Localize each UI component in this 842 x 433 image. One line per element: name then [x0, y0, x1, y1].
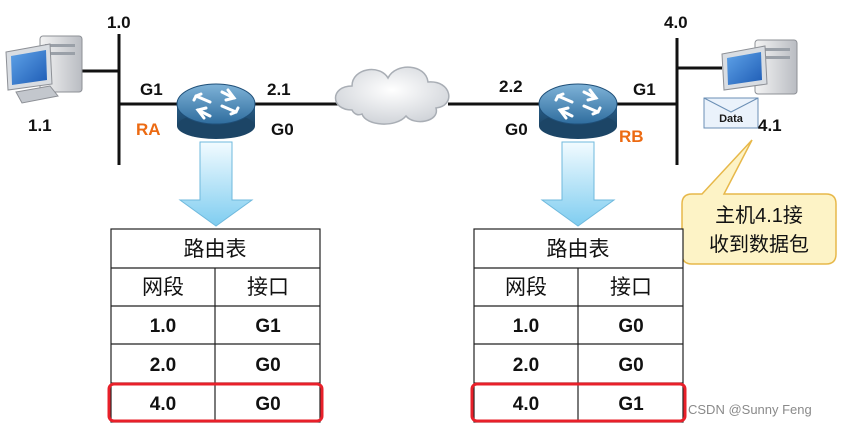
- table-rb-row-3-interface: G1: [618, 394, 644, 415]
- table-ra-header-interface: 接口: [247, 276, 289, 299]
- table-ra-row-1-segment: 1.0: [150, 316, 176, 337]
- table-rb-header-interface: 接口: [610, 276, 652, 299]
- table-rb-row-1-interface: G0: [618, 316, 643, 337]
- segment-4-0-label: 4.0: [664, 13, 688, 32]
- routing-table-ra: 路由表 网段 接口 1.0 G1 2.0 G0 4.0 G0: [107, 228, 324, 423]
- ra-g1-interface-label: G1: [140, 80, 163, 99]
- ra-down-arrow-icon: [178, 141, 254, 227]
- host-4-1-computer-icon: [721, 39, 798, 95]
- cloud-icon: [334, 66, 450, 125]
- table-ra-row-2-interface: G0: [255, 355, 280, 376]
- network-text-labels: 1.0 4.0 1.1 4.1 G1 2.1 G0 RA 2.2 G0 G1 R…: [28, 13, 782, 146]
- routing-table-rb: 路由表 网段 接口 1.0 G0 2.0 G0 4.0 G1: [470, 228, 687, 423]
- table-rb-row-1-segment: 1.0: [513, 316, 539, 337]
- router-rb-icon: [538, 83, 618, 139]
- callout-line-2: 收到数据包: [709, 233, 809, 256]
- router-ra-icon: [176, 83, 256, 139]
- table-ra-row-2-segment: 2.0: [150, 355, 176, 376]
- rb-g0-interface-label: G0: [505, 120, 528, 139]
- ra-g0-interface-label: G0: [271, 120, 294, 139]
- table-rb-title: 路由表: [547, 238, 610, 261]
- segment-1-0-label: 1.0: [107, 13, 131, 32]
- host-4-1-label: 4.1: [758, 116, 782, 135]
- table-rb-row-2-interface: G0: [618, 355, 643, 376]
- table-ra-header-segment: 网段: [142, 276, 184, 299]
- callout-line-1: 主机4.1接: [715, 204, 803, 227]
- table-ra-row-3-segment: 4.0: [150, 394, 176, 415]
- data-envelope-icon: Data: [703, 97, 759, 129]
- table-rb-header-segment: 网段: [505, 276, 547, 299]
- rb-down-arrow-icon: [540, 141, 616, 227]
- callout-bubble: 主机4.1接 收到数据包: [681, 139, 837, 265]
- host-1-1-computer-icon: [5, 35, 83, 104]
- table-ra-row-3-interface: G0: [255, 394, 280, 415]
- host-1-1-label: 1.1: [28, 116, 52, 135]
- table-ra-highlight-frame: [107, 382, 324, 423]
- table-rb-row-3-segment: 4.0: [513, 394, 539, 415]
- network-links: [82, 34, 722, 165]
- watermark: CSDN @Sunny Feng: [688, 402, 812, 417]
- router-ra-name: RA: [136, 120, 161, 139]
- rb-ip-2-2-label: 2.2: [499, 77, 523, 96]
- table-ra-row-1-interface: G1: [255, 316, 281, 337]
- rb-g1-interface-label: G1: [633, 80, 656, 99]
- table-rb-row-2-segment: 2.0: [513, 355, 539, 376]
- data-envelope-label: Data: [719, 113, 744, 125]
- ra-ip-2-1-label: 2.1: [267, 80, 291, 99]
- router-rb-name: RB: [619, 127, 644, 146]
- table-ra-title: 路由表: [184, 238, 247, 261]
- table-rb-highlight-frame: [470, 382, 687, 423]
